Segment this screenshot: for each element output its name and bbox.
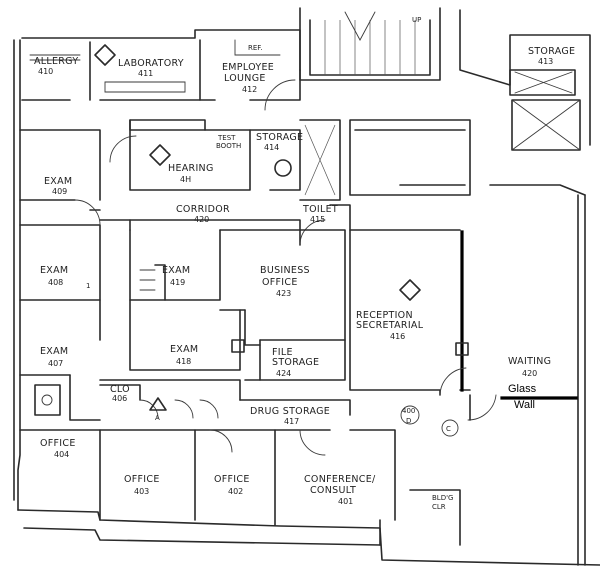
- room-name-office-402: OFFICE: [214, 474, 250, 485]
- booth-label: BOOTH: [216, 142, 241, 150]
- reception-walls: [349, 229, 578, 421]
- exterior-walls: [13, 9, 600, 566]
- ref-label: REF.: [248, 44, 262, 52]
- room-num-laboratory: 411: [138, 69, 153, 78]
- room-name-employee: EMPLOYEE: [222, 62, 274, 73]
- mark-400: 400: [402, 407, 415, 415]
- mark-1: 1: [86, 282, 90, 290]
- room-num-lounge: 412: [242, 85, 257, 94]
- wall-label: Wall: [514, 399, 535, 411]
- room-name-exam-408: EXAM: [40, 265, 68, 276]
- room-name-exam-407: EXAM: [40, 346, 68, 357]
- mark-c: C: [446, 425, 451, 433]
- top-row-walls: [21, 39, 301, 101]
- room-name-exam-409: EXAM: [44, 176, 72, 187]
- room-name-storage-414: STORAGE: [256, 132, 303, 143]
- room-name-conference: CONFERENCE/: [304, 474, 376, 485]
- lower-wing-walls: [19, 374, 461, 546]
- room-num-storage-413: 413: [538, 57, 553, 66]
- test-label: TEST: [217, 134, 236, 142]
- room-num-toilet: 415: [310, 215, 325, 224]
- room-labels: ALLERGY 410 LABORATORY 411 REF. EMPLOYEE…: [34, 16, 575, 511]
- corridor-walls: [19, 199, 461, 376]
- room-num-drug-storage: 417: [284, 417, 299, 426]
- room-num-exam-418: 418: [176, 357, 191, 366]
- room-num-exam-409: 409: [52, 187, 67, 196]
- section-markers: [94, 44, 421, 411]
- room-name-office-403: OFFICE: [124, 474, 160, 485]
- room-name-toilet: TOILET: [302, 204, 338, 215]
- room-num-office-403: 403: [134, 487, 149, 496]
- mark-a: A: [155, 414, 160, 422]
- second-row-walls: [19, 79, 471, 211]
- room-num-business: 423: [276, 289, 291, 298]
- room-num-office-402: 402: [228, 487, 243, 496]
- room-num-exam-408: 408: [48, 278, 63, 287]
- bldg-label: BLD'G: [432, 494, 453, 502]
- room-num-reception: 416: [390, 332, 405, 341]
- room-name-clo: CLO: [110, 384, 130, 395]
- room-num-waiting: 420: [522, 369, 537, 378]
- room-name-lounge: LOUNGE: [224, 73, 266, 84]
- room-name-exam-419: EXAM: [162, 265, 190, 276]
- room-num-storage-414: 414: [264, 143, 279, 152]
- room-num-exam-407: 407: [48, 359, 63, 368]
- room-name-hearing: HEARING: [168, 163, 214, 174]
- room-name-corridor: CORRIDOR: [176, 204, 230, 215]
- storage-413-walls: [509, 69, 581, 151]
- room-num-hearing: 4H: [180, 175, 191, 184]
- mark-d: D: [406, 417, 411, 425]
- room-num-allergy: 410: [38, 67, 53, 76]
- room-name-file: FILE: [272, 347, 293, 358]
- room-name-allergy: ALLERGY: [34, 56, 78, 67]
- room-name-reception: RECEPTION: [356, 310, 413, 321]
- room-name-consult: CONSULT: [310, 485, 356, 496]
- glass-wall-annotation: Glass Wall: [508, 383, 537, 411]
- room-num-office-404: 404: [54, 450, 69, 459]
- stair-core: [299, 7, 441, 81]
- stair-up-label: UP: [412, 16, 421, 24]
- room-name-office: OFFICE: [262, 277, 298, 288]
- room-num-exam-419: 419: [170, 278, 185, 287]
- room-name-file-storage: STORAGE: [272, 357, 319, 368]
- room-num-file: 424: [276, 369, 291, 378]
- room-num-corridor: 420: [194, 215, 209, 224]
- room-name-waiting: WAITING: [508, 356, 551, 367]
- room-num-conference: 401: [338, 497, 353, 506]
- room-name-storage-413: STORAGE: [528, 46, 575, 57]
- room-name-exam-418: EXAM: [170, 344, 198, 355]
- room-name-drug-storage: DRUG STORAGE: [250, 406, 330, 417]
- glass-label: Glass: [508, 383, 537, 395]
- room-name-business: BUSINESS: [260, 265, 310, 276]
- clr-label: CLR: [432, 503, 446, 511]
- room-name-laboratory: LABORATORY: [118, 58, 184, 69]
- room-num-clo: 406: [112, 394, 127, 403]
- room-name-office-404: OFFICE: [40, 438, 76, 449]
- central-block-walls: [129, 229, 346, 381]
- room-name-secretarial: SECRETARIAL: [356, 320, 424, 331]
